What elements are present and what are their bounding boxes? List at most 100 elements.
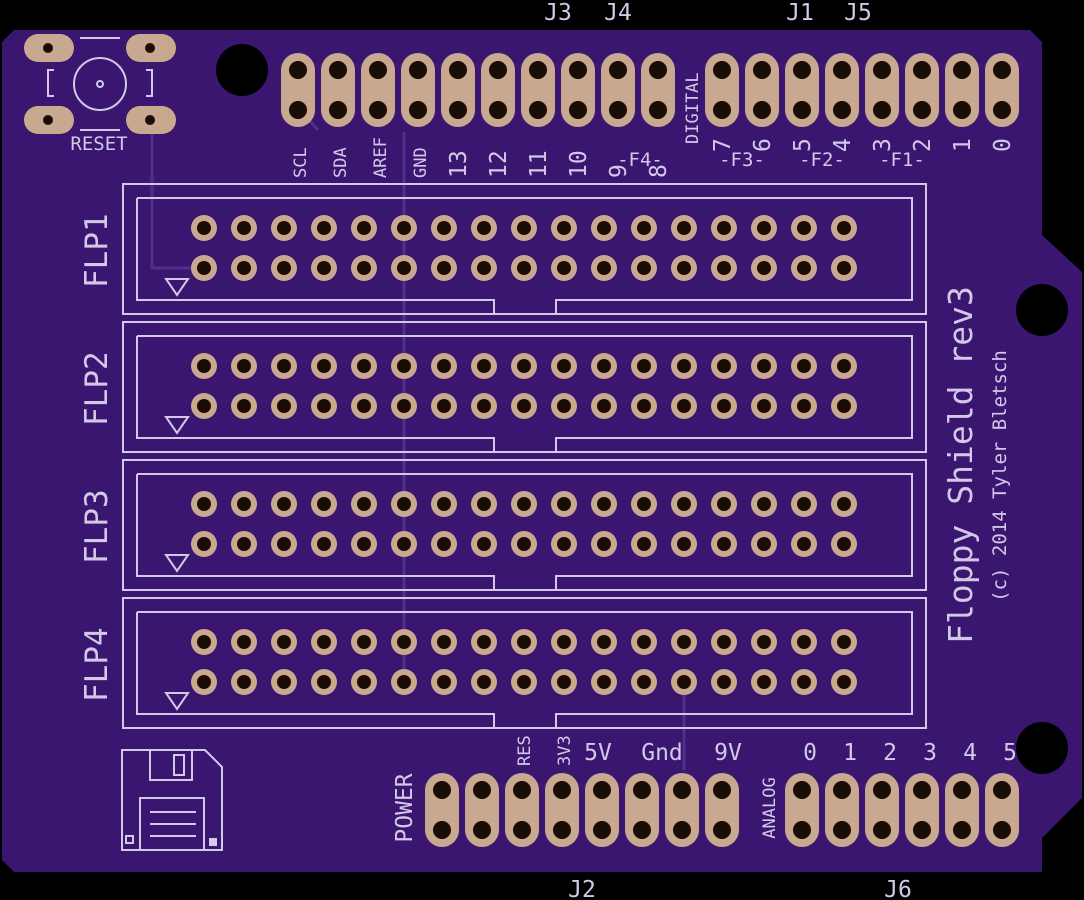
header-label-j6: J6 bbox=[884, 877, 912, 900]
connector-pin bbox=[231, 255, 257, 281]
connector-pin bbox=[831, 531, 857, 557]
analog-pin-label-5: 5 bbox=[1003, 740, 1017, 766]
connector-pin bbox=[551, 629, 577, 655]
connector-pin bbox=[631, 491, 657, 517]
connector-pin bbox=[831, 393, 857, 419]
connector-pin bbox=[351, 491, 377, 517]
connector-pin bbox=[311, 255, 337, 281]
top-pin-0 bbox=[985, 53, 1019, 127]
board-copyright: (c) 2014 Tyler Bletsch bbox=[989, 350, 1011, 602]
top-pin-label-4: 4 bbox=[830, 138, 856, 152]
connector-pin bbox=[431, 531, 457, 557]
connector-pin bbox=[391, 669, 417, 695]
floppy-connector-3: FLP3 bbox=[79, 459, 927, 591]
connector-pin bbox=[751, 531, 777, 557]
connector-pin bbox=[711, 669, 737, 695]
top-pin-8 bbox=[641, 53, 675, 127]
connector-pin bbox=[751, 491, 777, 517]
connector-pin bbox=[271, 393, 297, 419]
connector-pin bbox=[391, 531, 417, 557]
connector-pin bbox=[591, 629, 617, 655]
connector-pin bbox=[391, 393, 417, 419]
connector-pin bbox=[191, 215, 217, 241]
power-pin-1 bbox=[425, 773, 459, 847]
connector-pin bbox=[311, 629, 337, 655]
header-label-j4: J4 bbox=[604, 0, 632, 26]
analog-pin-label-2: 2 bbox=[883, 740, 897, 766]
connector-pin bbox=[711, 255, 737, 281]
header-label-j3: J3 bbox=[544, 0, 572, 26]
top-pin-5 bbox=[785, 53, 819, 127]
connector-pin bbox=[431, 393, 457, 419]
top-pin-label-1: 1 bbox=[950, 138, 976, 152]
top-pin-label-sda: SDA bbox=[331, 147, 351, 178]
connector-pin bbox=[351, 531, 377, 557]
connector-pin bbox=[271, 629, 297, 655]
top-pin-13 bbox=[441, 53, 475, 127]
power-pin-3 bbox=[505, 773, 539, 847]
connector-pin bbox=[191, 491, 217, 517]
top-pin-label-3: 3 bbox=[870, 138, 896, 152]
analog-pin-label-3: 3 bbox=[923, 740, 937, 766]
top-pin-1 bbox=[945, 53, 979, 127]
connector-pin bbox=[471, 215, 497, 241]
connector-pin bbox=[751, 393, 777, 419]
connector-pin bbox=[271, 491, 297, 517]
connector-pin bbox=[311, 393, 337, 419]
connector-pin bbox=[191, 353, 217, 379]
connector-pin bbox=[391, 215, 417, 241]
top-pin-label-gnd: GND bbox=[411, 147, 431, 178]
connector-pin bbox=[191, 255, 217, 281]
top-header-pins bbox=[281, 53, 1019, 127]
connector-pin bbox=[711, 491, 737, 517]
power-pin-label-9v: 9V bbox=[714, 740, 742, 766]
connector-pin bbox=[591, 531, 617, 557]
top-pin-label-10: 10 bbox=[566, 150, 592, 178]
power-pin-6 bbox=[625, 773, 659, 847]
connector-pin bbox=[711, 531, 737, 557]
top-pin-aref bbox=[361, 53, 395, 127]
power-pin-4 bbox=[545, 773, 579, 847]
top-pin-label-8: 8 bbox=[646, 164, 672, 178]
connector-pin bbox=[791, 255, 817, 281]
top-pin-label-5: 5 bbox=[790, 138, 816, 152]
connector-pin bbox=[671, 353, 697, 379]
group-label-f1: -F1- bbox=[879, 149, 925, 171]
header-label-j5: J5 bbox=[844, 0, 872, 26]
connector-label-flp3: FLP3 bbox=[79, 489, 115, 564]
connector-pin bbox=[751, 353, 777, 379]
connector-pin bbox=[711, 629, 737, 655]
connector-pin bbox=[791, 353, 817, 379]
reset-button[interactable] bbox=[24, 34, 176, 134]
connector-pin bbox=[511, 353, 537, 379]
connector-pin bbox=[551, 255, 577, 281]
connector-pin bbox=[711, 353, 737, 379]
connector-pin bbox=[551, 215, 577, 241]
connector-pin bbox=[671, 215, 697, 241]
connector-pin bbox=[831, 629, 857, 655]
connector-pin bbox=[671, 629, 697, 655]
connector-pin bbox=[431, 669, 457, 695]
connector-pin bbox=[351, 393, 377, 419]
analog-pin-0 bbox=[785, 773, 819, 847]
connector-pin bbox=[231, 393, 257, 419]
connector-pin bbox=[751, 215, 777, 241]
group-label-f3: -F3- bbox=[719, 149, 765, 171]
connector-pin bbox=[551, 491, 577, 517]
connector-pin bbox=[311, 531, 337, 557]
connector-pin bbox=[671, 531, 697, 557]
connector-pin bbox=[631, 629, 657, 655]
power-pin-label-gnd: Gnd bbox=[641, 740, 683, 766]
analog-pin-4 bbox=[945, 773, 979, 847]
connector-pin bbox=[191, 531, 217, 557]
connector-pin bbox=[311, 215, 337, 241]
connector-pin bbox=[271, 353, 297, 379]
connector-pin bbox=[831, 491, 857, 517]
top-pin-label-2: 2 bbox=[910, 138, 936, 152]
power-pin-2 bbox=[465, 773, 499, 847]
connector-pin bbox=[391, 255, 417, 281]
top-pin-12 bbox=[481, 53, 515, 127]
connector-pin bbox=[791, 491, 817, 517]
